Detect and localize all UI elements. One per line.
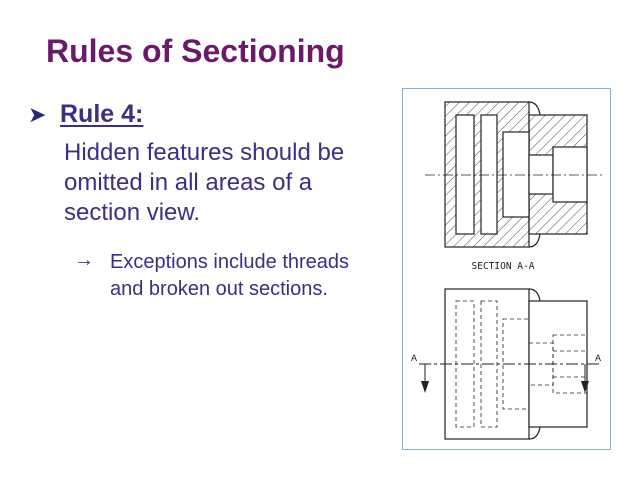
inner-bore-3 <box>502 131 530 218</box>
right-cut-arrowhead-icon <box>581 381 589 393</box>
slide-title: Rules of Sectioning <box>46 33 345 69</box>
left-cut-arrowhead-icon <box>421 381 429 393</box>
section-view <box>425 101 603 248</box>
sub-bullet-arrow-icon: → <box>74 249 94 271</box>
front-view <box>419 288 599 440</box>
rule-body-text: Hidden features should be omitted in all… <box>64 139 345 226</box>
inner-bore-1 <box>455 114 475 235</box>
inner-bore-5 <box>552 146 588 203</box>
technical-drawing: SECTION A-A <box>411 101 603 440</box>
arrowhead-bullet-icon: ➤ <box>28 101 47 127</box>
inner-bore-2 <box>480 114 498 235</box>
section-caption: SECTION A-A <box>472 261 535 272</box>
cut-label-right: A <box>595 353 601 363</box>
section-drawing-figure: SECTION A-A <box>402 88 611 450</box>
sub-bullet-text: Exceptions include threads and broken ou… <box>110 251 350 300</box>
rule-bullet-row: ➤ Rule 4: <box>28 100 143 129</box>
inner-bore-4 <box>528 154 554 195</box>
cut-label-left: A <box>411 353 417 363</box>
rule-label: Rule 4: <box>60 100 144 128</box>
